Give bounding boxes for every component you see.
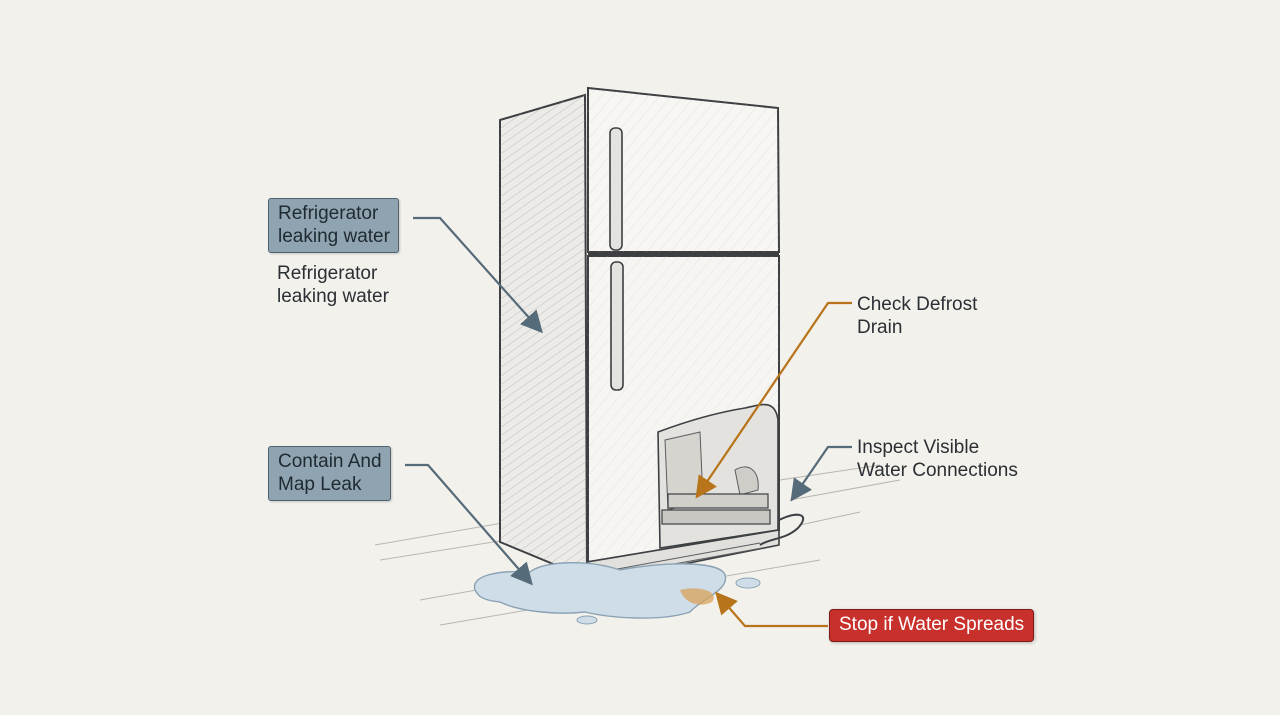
label-refrigerator-leaking-boxed: Refrigerator leaking water: [268, 198, 399, 253]
label-refrigerator-leaking-plain: Refrigerator leaking water: [277, 263, 389, 307]
water-hose: [759, 513, 805, 546]
cutaway-drain: [657, 403, 779, 549]
water-puddle: [473, 562, 761, 625]
label-check-defrost-drain: Check Defrost Drain: [857, 294, 978, 338]
leader-lines: [405, 216, 852, 628]
freezer-door: [587, 86, 781, 253]
label-inspect-water-connections: Inspect Visible Water Connections: [857, 437, 1018, 481]
label-stop-if-water-spreads: Stop if Water Spreads: [829, 609, 1035, 642]
fridge-side: [499, 93, 589, 580]
label-contain-and-map-leak: Contain And Map Leak: [268, 446, 391, 501]
